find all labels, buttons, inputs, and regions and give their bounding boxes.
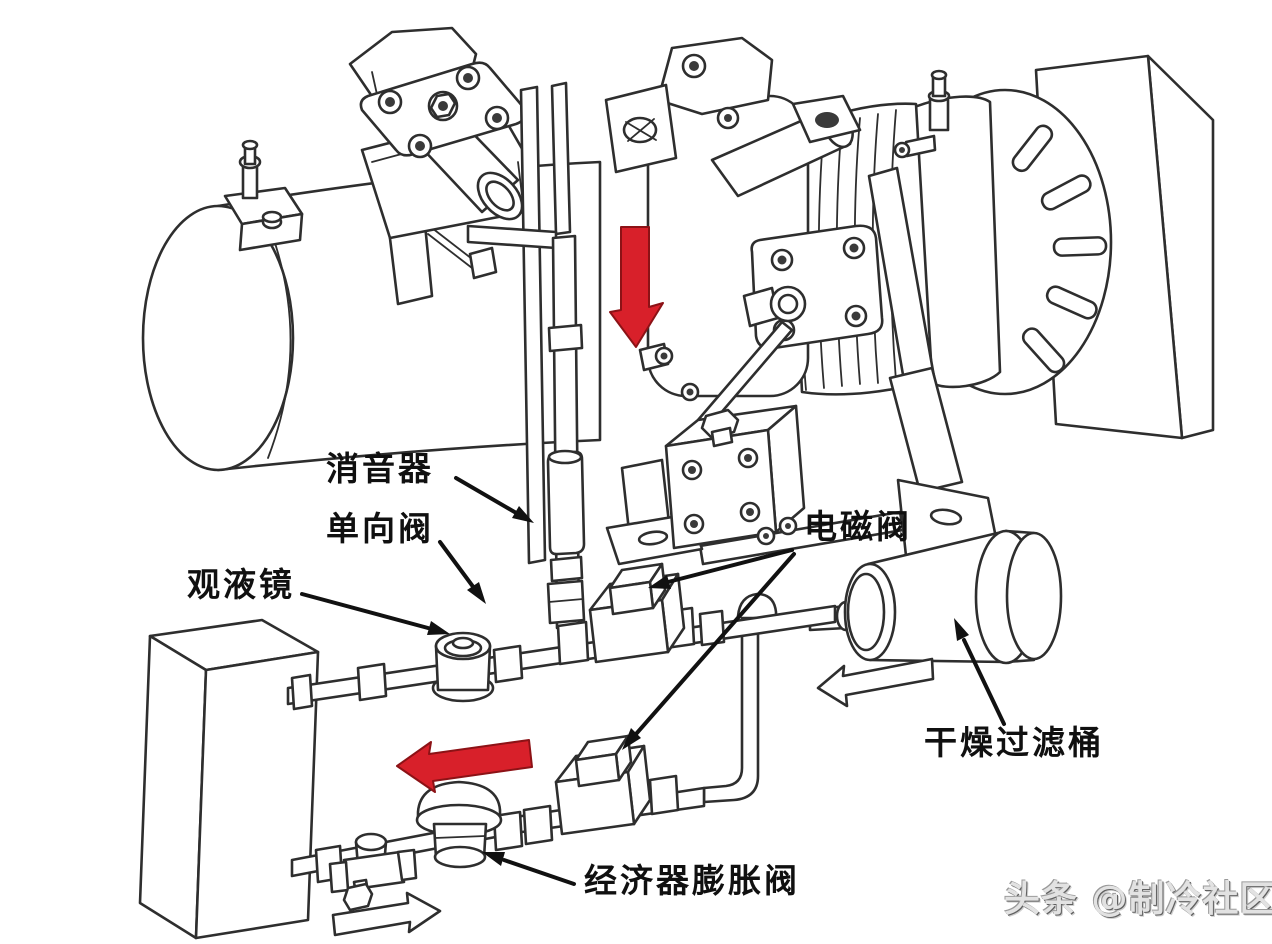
service-valve	[328, 832, 418, 912]
muffler-pipe	[466, 81, 586, 630]
expansion-valve	[415, 780, 503, 869]
expansion-valve-arrow	[482, 852, 576, 886]
flow-arrow-outline-left	[816, 657, 935, 708]
oil-valve-block	[664, 320, 806, 550]
sight-glass-arrow	[300, 592, 450, 635]
label-check-valve: 单向阀	[326, 509, 434, 548]
sight-glass	[431, 631, 495, 703]
flow-arrow-outline-right	[331, 891, 442, 937]
drier-filter-arrow	[954, 618, 1006, 726]
flow-arrow-left	[396, 739, 533, 793]
label-drier-filter: 干燥过滤桶	[924, 723, 1104, 762]
check-valve-arrow	[438, 540, 486, 604]
label-muffler: 消音器	[326, 449, 434, 488]
compressor-body	[604, 36, 954, 488]
muffler-arrow	[454, 476, 534, 523]
label-solenoid-valve: 电磁阀	[804, 507, 912, 546]
check-valve-assembly	[348, 26, 534, 306]
solenoid-valve-2	[554, 734, 652, 836]
watermark: 头条 @制冷社区	[1004, 879, 1272, 920]
solenoid-arrow-lower	[622, 552, 796, 750]
drier-filter	[808, 529, 1063, 665]
label-economizer-expansion-valve: 经济器膨胀阀	[584, 861, 800, 900]
label-sight-glass: 观液镜	[187, 565, 295, 604]
solenoid-arrow-upper	[648, 548, 794, 589]
economizer-box	[138, 618, 320, 940]
flow-arrow-down	[609, 226, 664, 348]
